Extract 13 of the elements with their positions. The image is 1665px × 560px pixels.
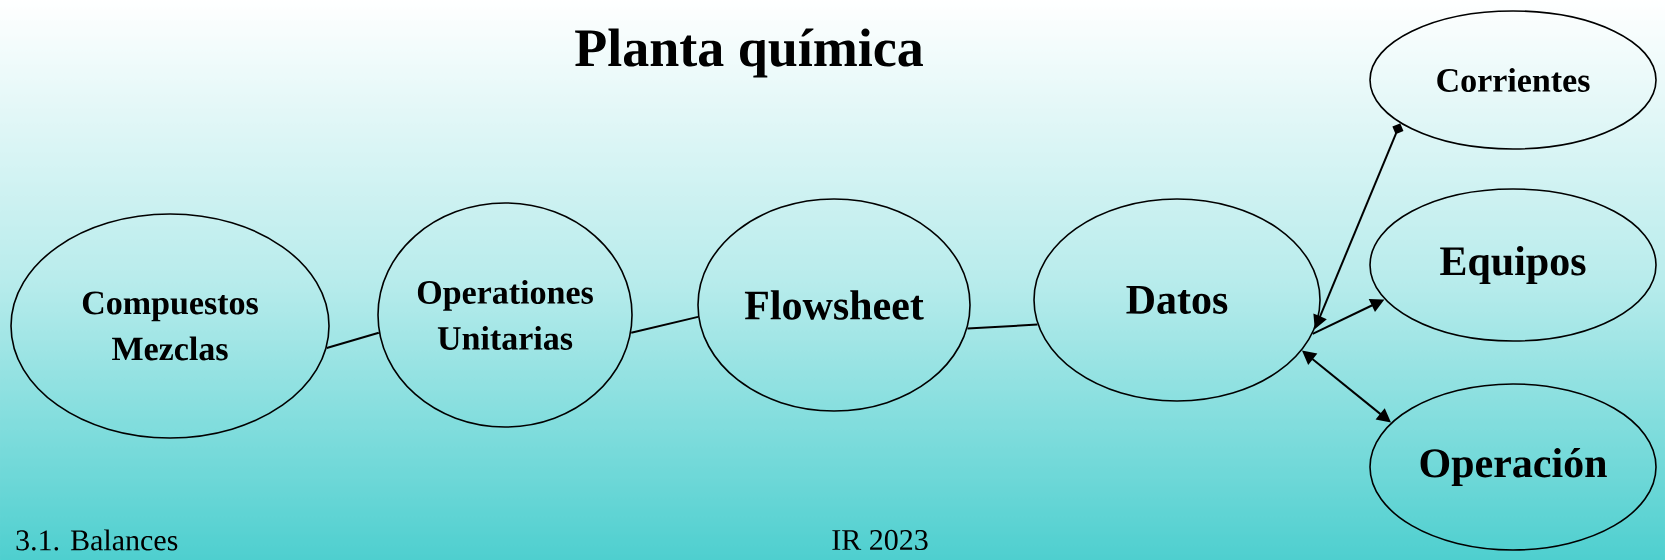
footer-text: 3.1. Balances: [16, 529, 178, 551]
connector: [630, 315, 700, 334]
ellipse-node: Corrientes: [1369, 10, 1657, 150]
connector: [325, 331, 380, 349]
ellipse-node: Compuestos Mezclas: [10, 213, 330, 439]
footer-text: IR 2023: [832, 529, 928, 551]
connector: [966, 323, 1039, 330]
ellipse-node: Flowsheet: [697, 198, 971, 412]
ellipse-node: Datos: [1033, 198, 1321, 402]
ellipse-node: Operationes Unitarias: [377, 202, 633, 428]
title: Planta química: [575, 28, 923, 78]
ellipse-node: Operación: [1369, 383, 1657, 551]
ellipse-node: Equipos: [1369, 188, 1657, 342]
